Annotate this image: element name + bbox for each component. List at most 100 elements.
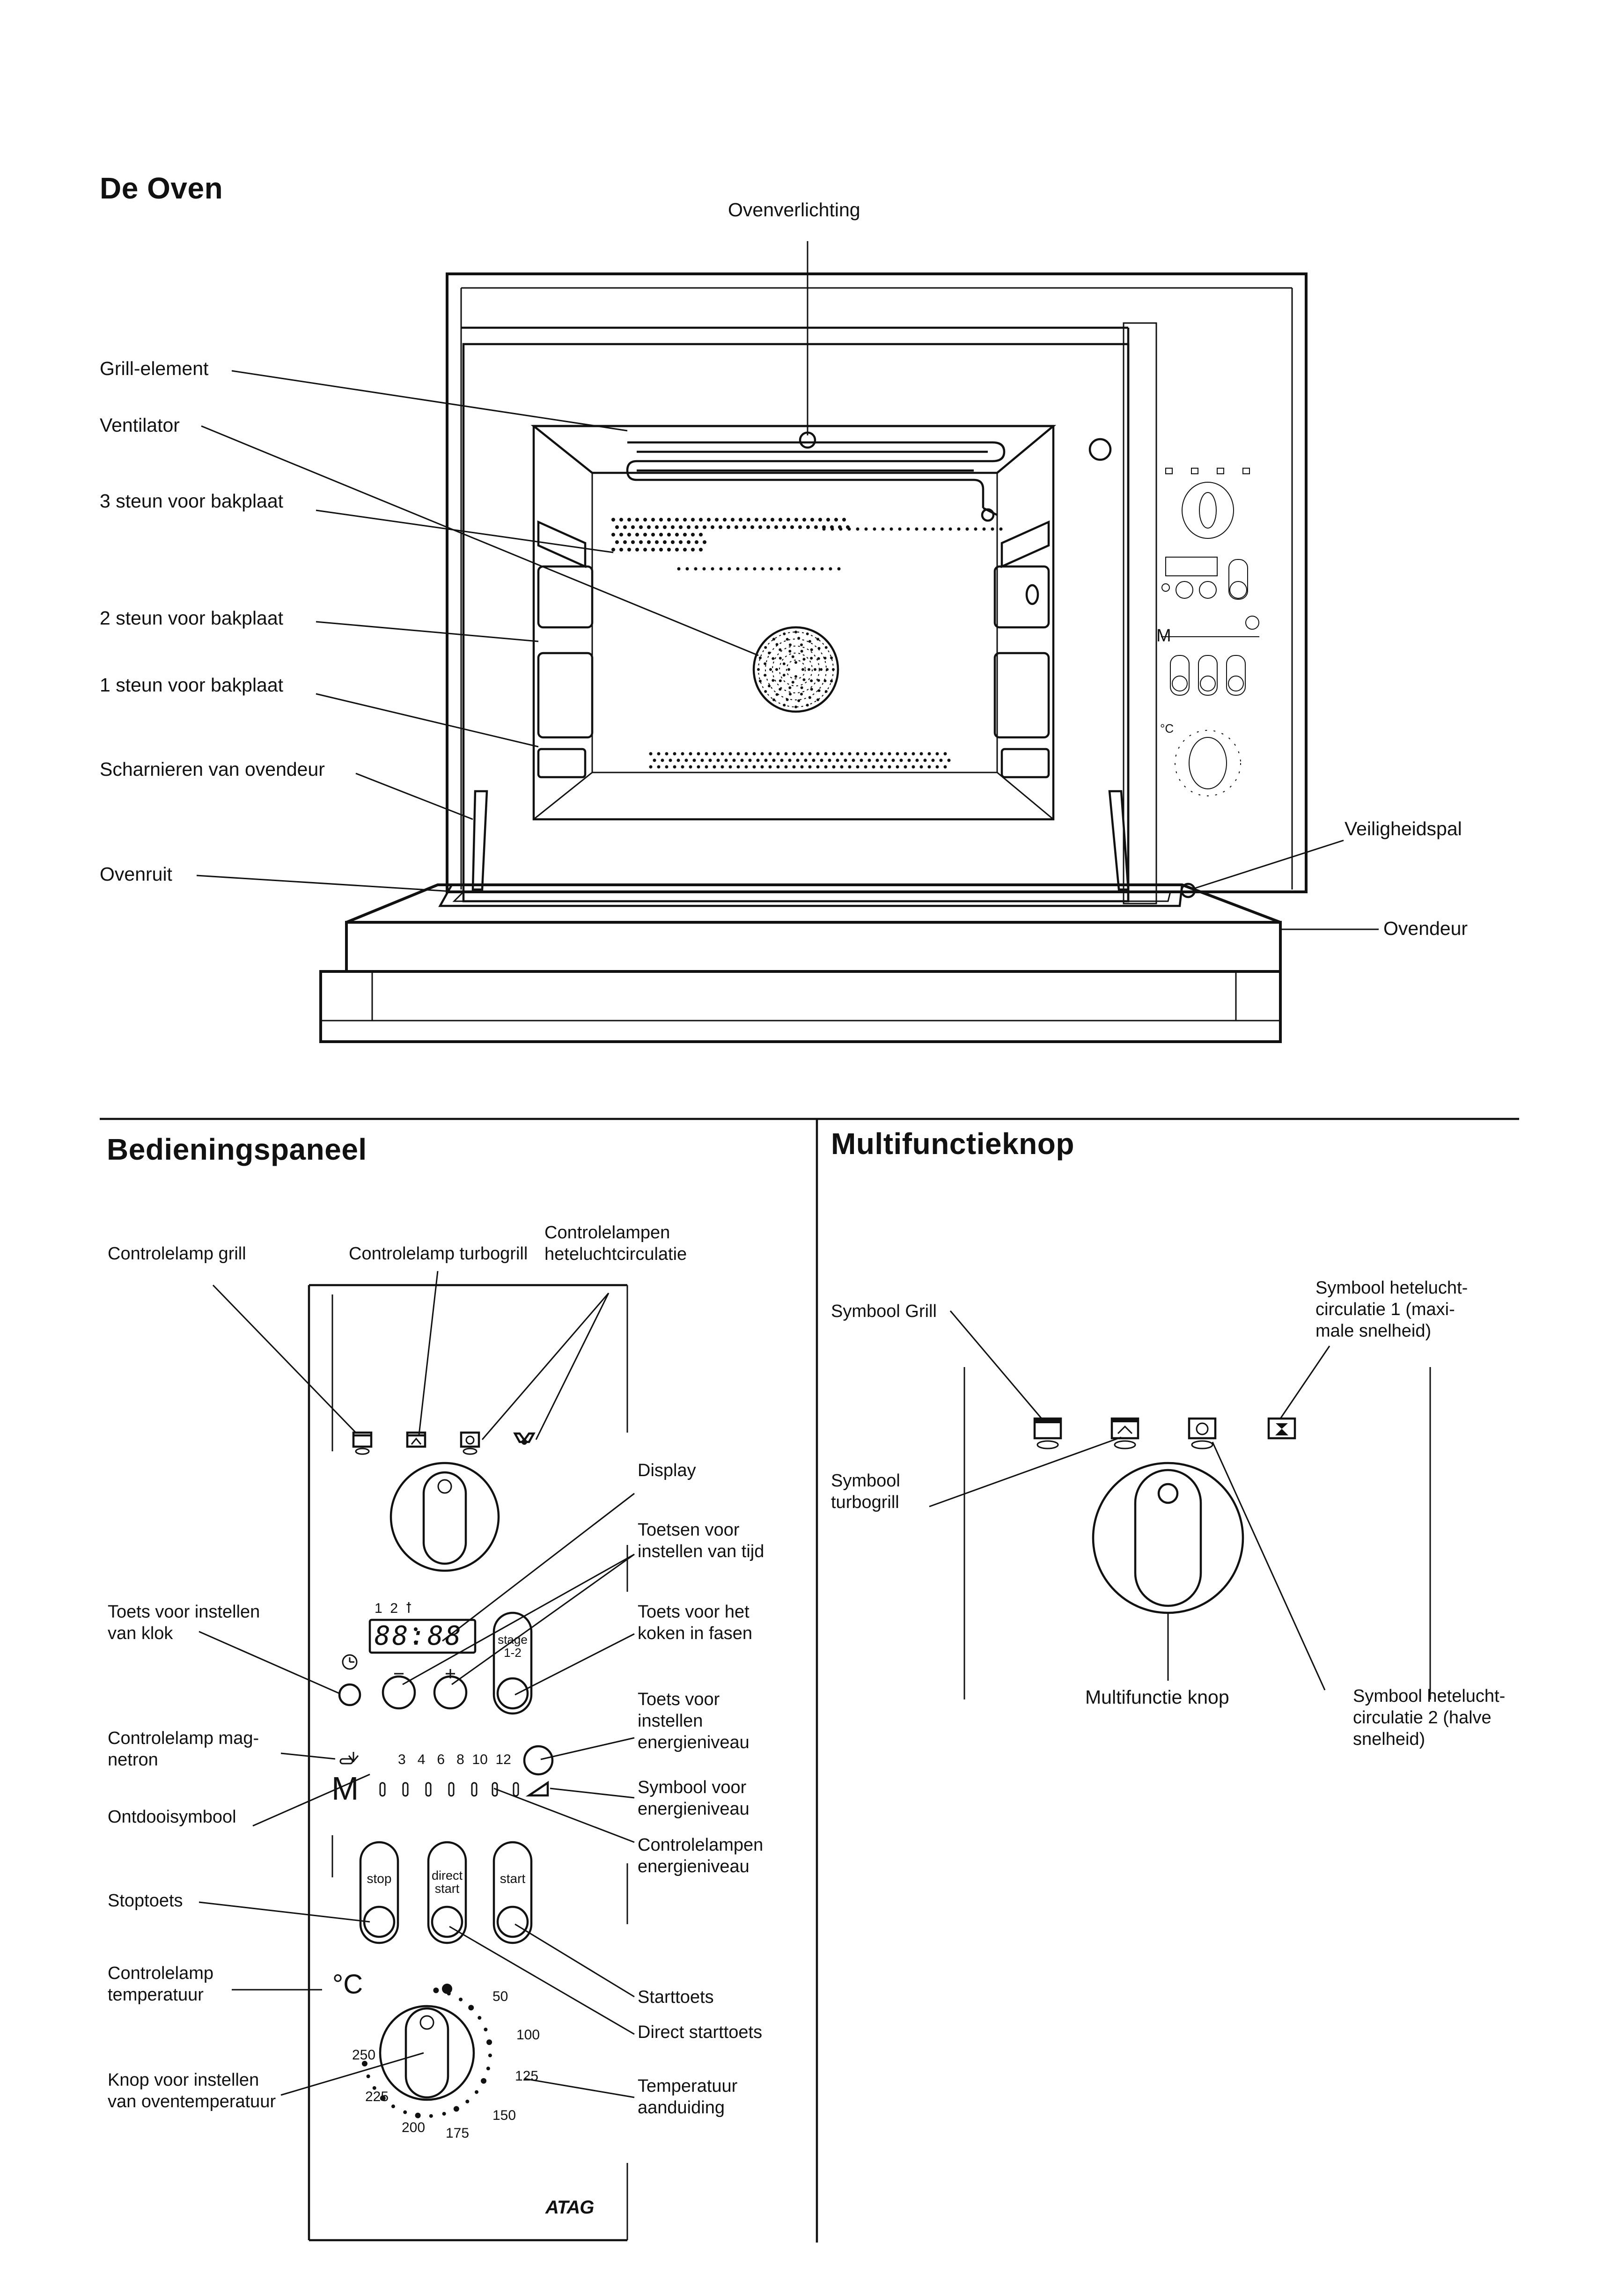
- vent-dot: [683, 548, 687, 552]
- display-digits: 88:88: [375, 1621, 463, 1651]
- vent-dot: [801, 668, 804, 671]
- label-toetsen-tijd: Toetsen voor instellen van tijd: [638, 1520, 764, 1561]
- vent-dot: [728, 752, 732, 756]
- label-toets-energie: Toets voor instellen energieniveau: [638, 1690, 750, 1752]
- vent-dot: [804, 758, 808, 762]
- vent-dot: [808, 752, 812, 756]
- vent-dot: [860, 758, 863, 762]
- vent-dot: [788, 758, 792, 762]
- vent-dot: [888, 752, 891, 756]
- temp-scale-dot: [361, 2060, 367, 2066]
- vent-dot: [635, 518, 639, 522]
- vent-dot: [791, 681, 794, 684]
- label-steun3: 3 steun voor bakplaat: [100, 490, 284, 512]
- temp-mark-225: 225: [365, 2089, 389, 2104]
- vent-dot: [732, 758, 736, 762]
- vent-dot: [896, 752, 899, 756]
- vent-dot: [689, 765, 692, 769]
- label-ovendeur: Ovendeur: [1383, 918, 1468, 939]
- temp-scale-dot: [478, 2016, 482, 2020]
- vent-dot: [786, 518, 790, 522]
- vent-dot: [935, 765, 939, 769]
- vent-dot: [888, 765, 891, 769]
- vent-dot: [619, 518, 623, 522]
- vent-dot: [750, 525, 754, 529]
- vent-dot: [657, 765, 661, 769]
- vent-dot: [772, 657, 775, 660]
- vent-dot: [772, 758, 776, 762]
- label-controlelamp-magnetron: Controlelamp mag- netron: [108, 1728, 259, 1770]
- temp-scale-dot: [484, 2027, 488, 2031]
- vent-dot: [790, 525, 794, 529]
- temp-scale-dot: [453, 2106, 459, 2112]
- vent-dot: [800, 650, 803, 653]
- vent-dot: [803, 567, 807, 571]
- vent-dot: [736, 752, 740, 756]
- vent-dot: [875, 758, 879, 762]
- vent-dot: [792, 765, 796, 769]
- vent-dot: [772, 679, 775, 682]
- start-button-label: start: [500, 1871, 526, 1886]
- vent-dot: [904, 765, 907, 769]
- multi-section-title: Multifunctieknop: [831, 1127, 1074, 1161]
- vent-dot: [935, 752, 939, 756]
- vent-dot: [695, 525, 698, 529]
- vent-dot: [832, 752, 836, 756]
- vent-dot: [974, 527, 977, 531]
- vent-dot: [780, 758, 784, 762]
- vent-dot: [919, 752, 923, 756]
- vent-dot: [667, 548, 671, 552]
- vent-dot: [627, 533, 631, 537]
- vent-dot: [763, 518, 766, 522]
- vent-dot: [800, 765, 804, 769]
- vent-dot: [830, 527, 834, 531]
- temp-mark-50: 50: [492, 1989, 508, 2004]
- temp-scale-dot: [468, 2005, 474, 2011]
- vent-dot: [840, 765, 844, 769]
- vent-dot: [779, 679, 782, 683]
- stop-button-label: stop: [367, 1871, 392, 1886]
- vent-dot: [619, 533, 623, 537]
- vent-dot: [844, 758, 847, 762]
- vent-dot: [779, 648, 782, 651]
- vent-dot: [778, 567, 782, 571]
- vent-dot: [810, 688, 813, 691]
- vent-dot: [764, 662, 767, 665]
- vent-dot: [873, 527, 876, 531]
- symbol-turbogrill-icon: [1110, 1417, 1139, 1449]
- vent-dot: [943, 765, 947, 769]
- vent-dot: [814, 668, 816, 671]
- vent-dot: [623, 540, 627, 544]
- vent-dot: [919, 765, 923, 769]
- oven-panel-mini: [1161, 468, 1259, 796]
- direct-start-button-label: direct start: [431, 1868, 463, 1896]
- temp-scale-dot: [366, 2074, 370, 2079]
- temp-scale-dot: [486, 2039, 492, 2045]
- vent-dot: [675, 518, 679, 522]
- vent-dot: [705, 765, 708, 769]
- vent-dot: [923, 758, 927, 762]
- temp-scale-dot: [475, 2090, 479, 2094]
- vent-dot: [615, 540, 619, 544]
- vent-dot: [770, 567, 773, 571]
- vent-dot: [800, 686, 803, 689]
- vent-dot: [699, 548, 703, 552]
- vent-dot: [896, 765, 899, 769]
- vent-dot: [788, 686, 792, 689]
- vent-dot: [822, 527, 826, 531]
- temp-scale-dot: [372, 2086, 376, 2090]
- vent-dot: [649, 765, 653, 769]
- vent-dot: [676, 758, 680, 762]
- vent-dot: [794, 631, 797, 633]
- vent-dot: [764, 758, 768, 762]
- vent-dot: [824, 752, 828, 756]
- temp-scale-dot: [403, 2110, 407, 2114]
- vent-dot: [852, 758, 855, 762]
- vent-dot: [651, 518, 655, 522]
- label-controlelamp-turbogrill: Controlelamp turbogrill: [349, 1244, 528, 1264]
- vent-dot: [744, 567, 748, 571]
- vent-dot: [788, 692, 792, 696]
- vent-dot: [771, 518, 774, 522]
- vent-dots: [611, 518, 1003, 769]
